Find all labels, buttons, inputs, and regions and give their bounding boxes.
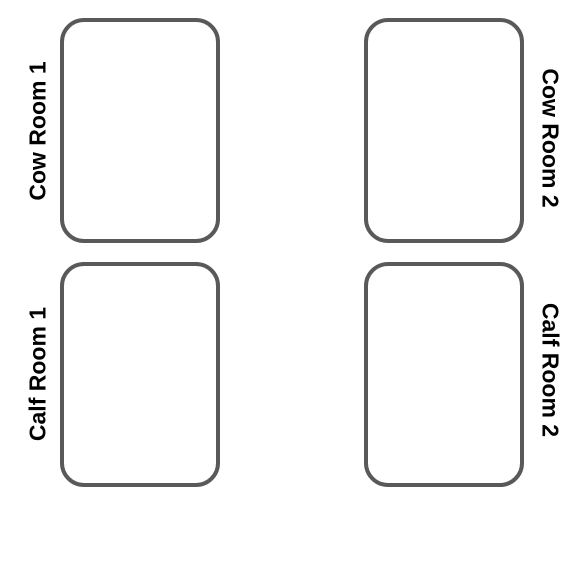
calf-room-1-box: [60, 262, 220, 487]
cow-room-1-label: Cow Room 1: [24, 60, 50, 201]
cow-room-1-box: [60, 18, 220, 243]
calf-room-2-label: Calf Room 2: [537, 302, 563, 437]
cow-room-2-box: [364, 18, 524, 243]
calf-room-2-box: [364, 262, 524, 487]
calf-room-1-label: Calf Room 1: [24, 306, 50, 441]
cow-room-2-label: Cow Room 2: [537, 67, 563, 208]
